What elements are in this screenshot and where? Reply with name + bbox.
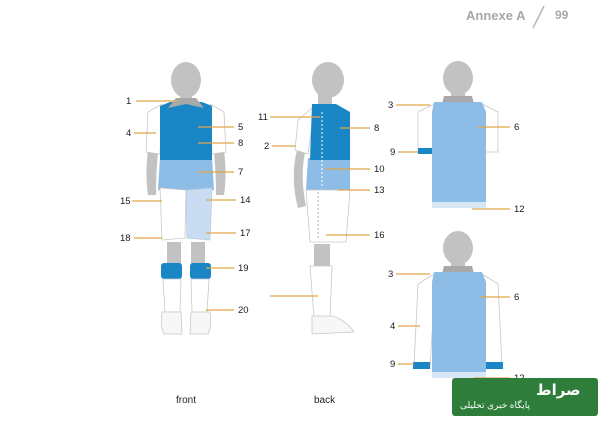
front-boot-right [189, 311, 212, 335]
back-long-cuff-right [486, 362, 503, 369]
callout-back-long-4: 4 [390, 321, 395, 332]
callout-side-2: 2 [264, 141, 269, 152]
front-shorts-left [159, 187, 187, 241]
header-divider [532, 5, 545, 29]
front-sock-right [190, 278, 210, 313]
page-number: 99 [555, 8, 569, 22]
watermark-logo: صراط پایگاه خبری تحلیلی [452, 378, 598, 416]
back-short-sleeve-left [417, 103, 435, 153]
front-leg-left [167, 242, 181, 264]
front-shorts-right [185, 187, 213, 241]
back-long-neck [451, 261, 465, 269]
leader-lines [132, 100, 510, 379]
side-head [312, 62, 344, 98]
caption-back: back [314, 395, 336, 406]
front-leg-right [191, 242, 205, 264]
callout-front-20: 20 [238, 305, 249, 316]
front-arm-left [146, 150, 158, 195]
front-sock-band-left [161, 263, 182, 279]
callout-back-short-3: 3 [388, 100, 393, 111]
side-leg [314, 244, 330, 266]
back-long-cuff-left [413, 362, 430, 369]
back-short-cuff-left [418, 148, 434, 154]
callout-side-11: 11 [258, 112, 268, 123]
back-long-shirt [432, 272, 486, 376]
callout-front-8: 8 [238, 138, 243, 149]
callout-back-short-6: 6 [514, 122, 519, 133]
side-boot [311, 315, 355, 335]
callout-back-long-3: 3 [388, 269, 393, 280]
side-shorts [305, 189, 351, 243]
callout-numbers: 1 4 5 8 7 15 14 18 17 19 20 11 2 8 10 13… [120, 96, 525, 384]
side-neck [318, 94, 332, 106]
front-sock-band-right [190, 263, 211, 279]
front-figure [145, 62, 227, 335]
front-boot-left [160, 311, 183, 335]
side-arm [293, 150, 306, 208]
callout-front-17: 17 [240, 228, 251, 239]
callout-back-long-9: 9 [390, 359, 395, 370]
callout-back-short-9: 9 [390, 147, 395, 158]
front-head [171, 62, 201, 98]
side-shirt-lower [306, 158, 350, 190]
callout-front-4: 4 [126, 128, 131, 139]
side-sock [309, 265, 333, 319]
callout-front-18: 18 [120, 233, 131, 244]
back-long-hem [432, 372, 486, 378]
callout-front-19: 19 [238, 263, 249, 274]
front-sleeve-right [209, 103, 227, 155]
back-short-head [443, 61, 473, 95]
callout-back-long-6: 6 [514, 292, 519, 303]
callout-front-7: 7 [238, 167, 243, 178]
front-shirt-upper [160, 102, 212, 160]
callout-back-short-12: 12 [514, 204, 525, 215]
watermark-logo-text: صراط [536, 382, 581, 399]
side-figure [293, 62, 355, 335]
callout-front-1: 1 [126, 96, 131, 107]
back-long-sleeve-left [413, 273, 435, 369]
front-sleeve-left [145, 103, 163, 155]
callout-front-14: 14 [240, 195, 251, 206]
side-shirt-upper [310, 104, 350, 160]
back-long-sleeve-figure [413, 231, 503, 378]
callout-front-5: 5 [238, 122, 243, 133]
caption-front: front [176, 395, 197, 406]
callout-side-10: 10 [374, 164, 385, 175]
front-sock-left [162, 278, 182, 313]
callout-side-13: 13 [374, 185, 385, 196]
callout-side-16: 16 [374, 230, 385, 241]
back-short-shirt [432, 102, 486, 206]
back-long-head [443, 231, 473, 265]
back-short-neck [451, 91, 465, 99]
front-shirt-lower [158, 158, 214, 190]
back-short-sleeve-figure [417, 61, 499, 208]
callout-front-15: 15 [120, 196, 131, 207]
annex-label: Annexe A [466, 8, 526, 23]
watermark-site-text: پایگاه خبری تحلیلی [460, 400, 530, 410]
back-short-hem [432, 202, 486, 208]
callout-side-8: 8 [374, 123, 379, 134]
